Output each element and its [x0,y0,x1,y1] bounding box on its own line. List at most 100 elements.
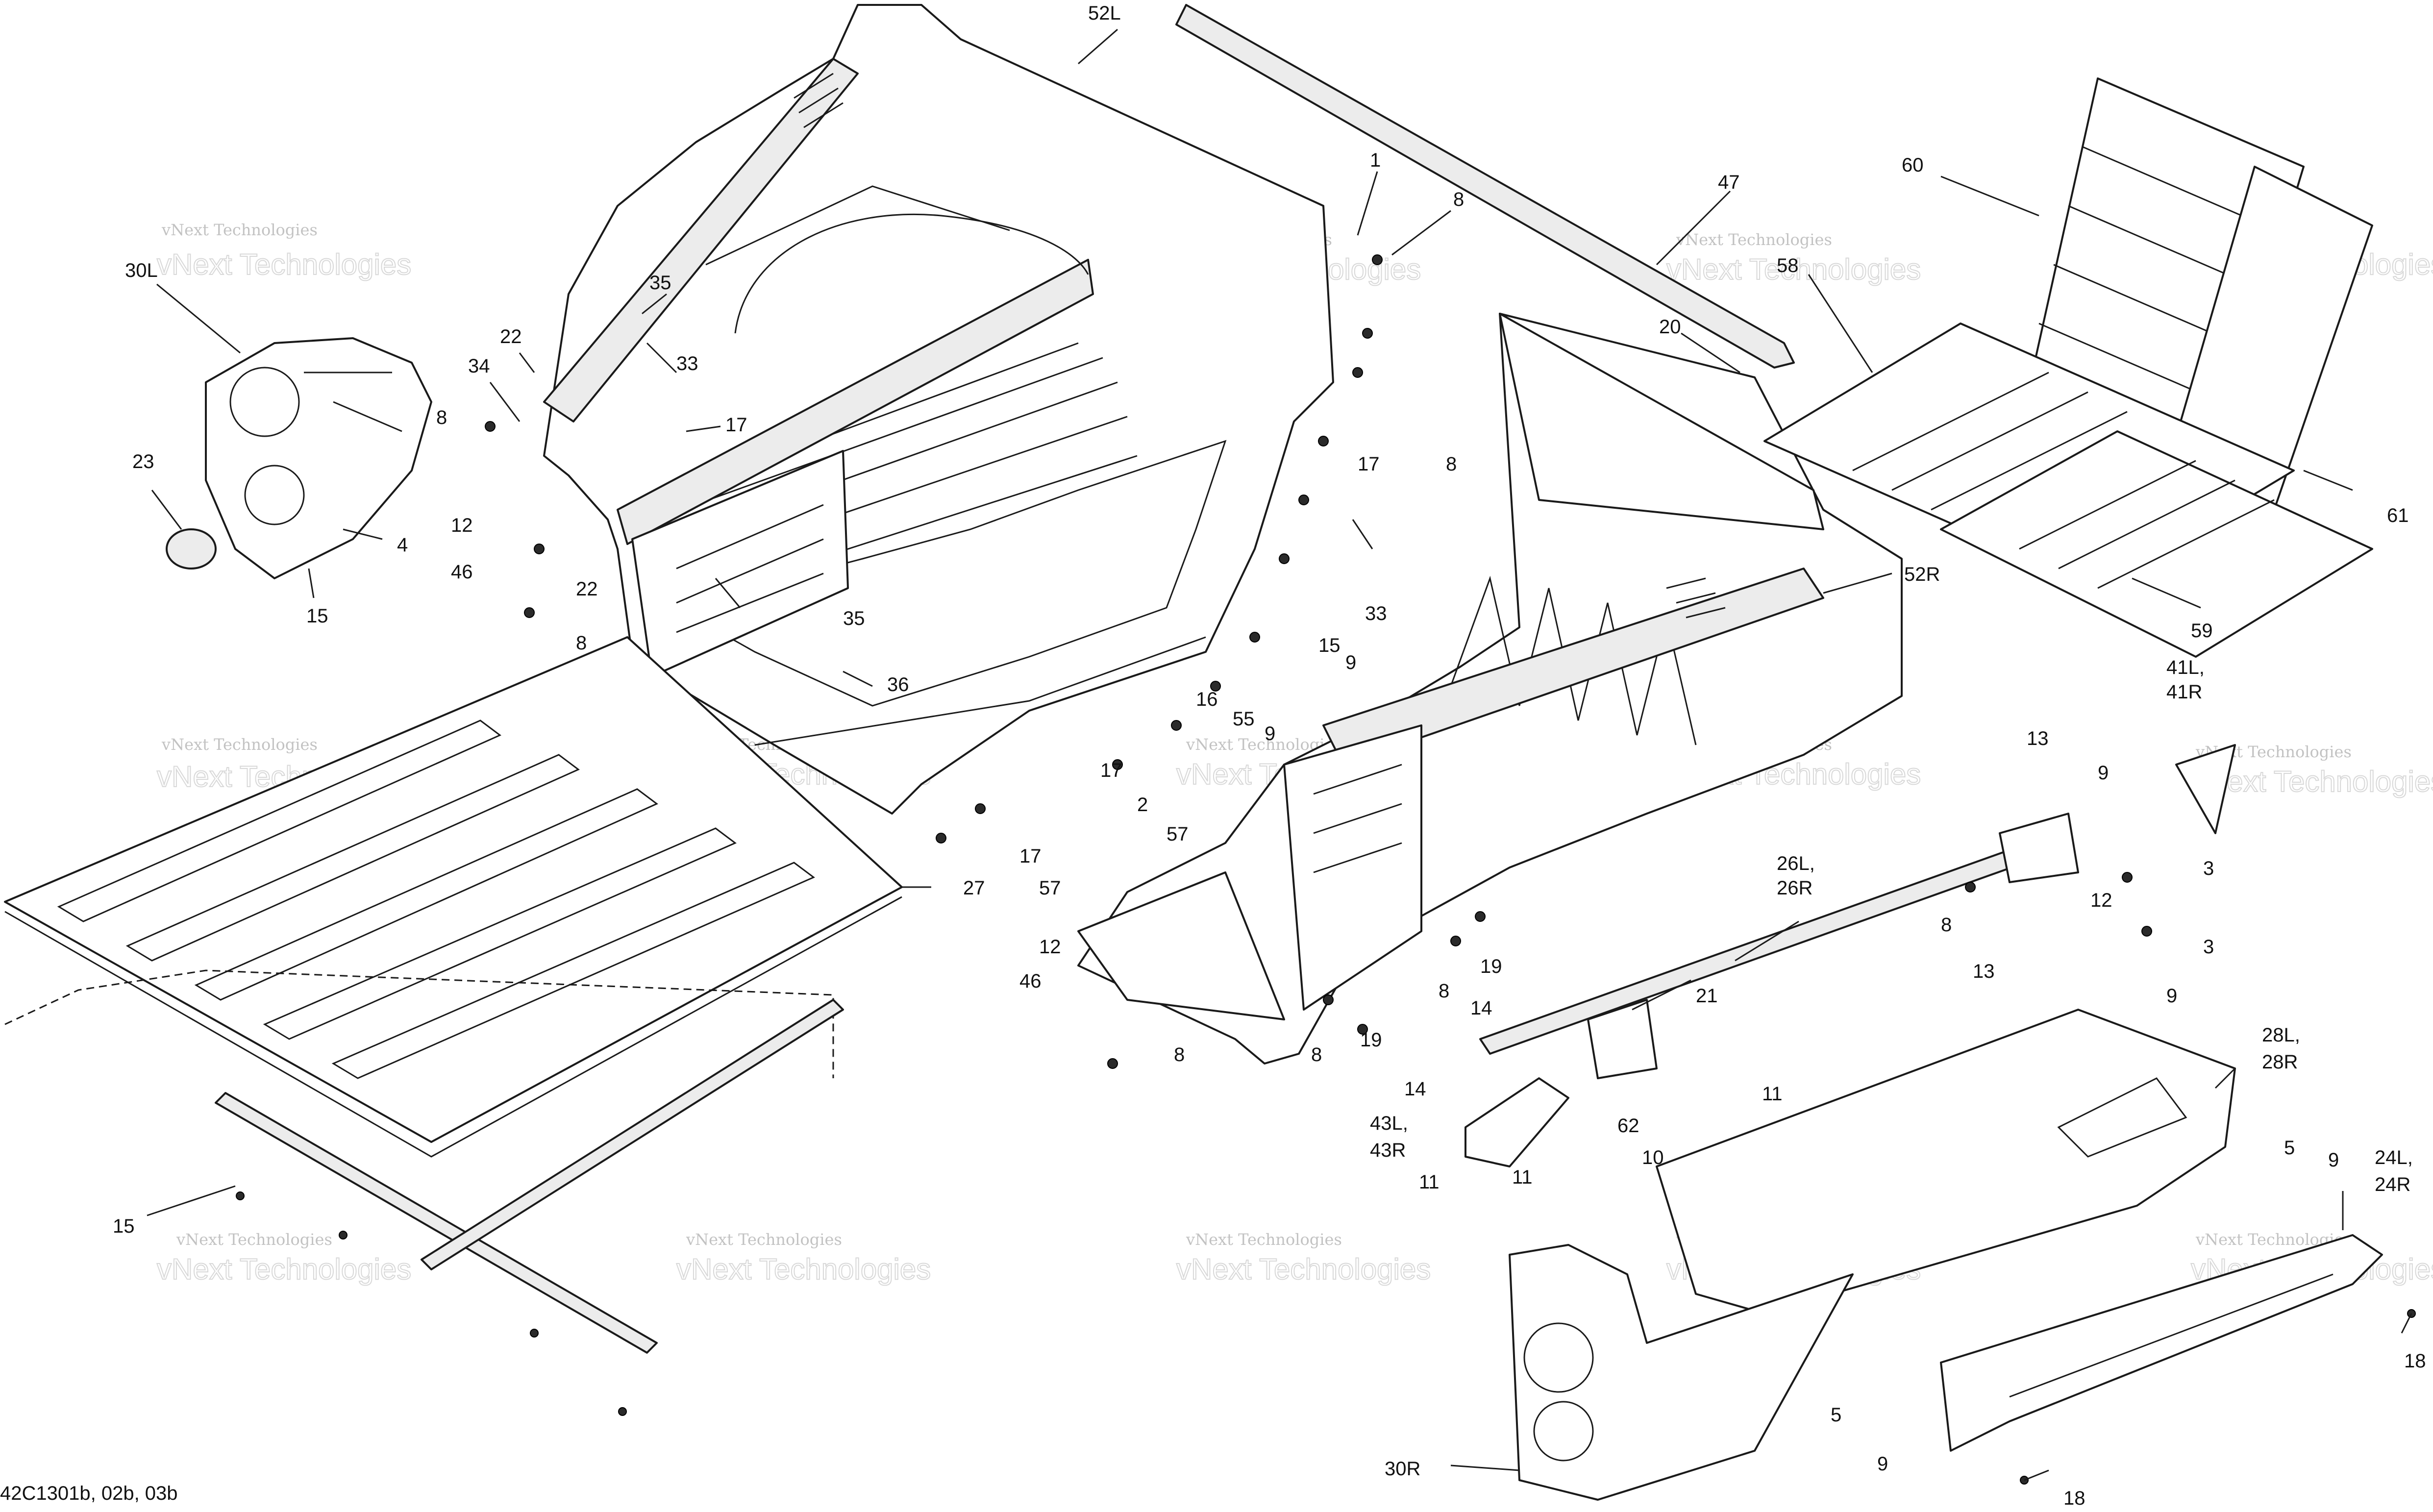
floor-slot-3 [194,788,658,1001]
speaker-opening-upper [229,367,300,437]
callout-label: 14 [1470,997,1492,1019]
callout-label: 26L, [1777,853,1815,874]
watermark-outline: vNext Technologies [157,248,411,281]
tailgate-end-cap [1283,724,1422,1011]
cargo-box [543,4,1334,815]
callout-label: 30R [1385,1458,1420,1480]
watermark-outline: vNext Technologies [1666,253,1921,286]
leader [1656,190,1731,266]
leader [2401,1313,2412,1334]
callout-label: 24L, [2375,1147,2413,1168]
callouts: 52L 1 8 47 60 58 20 30L 22 34 35 33 8 17… [113,2,2426,1509]
side-rail-bracket-right [1999,813,2079,883]
callout-label: 18 [2404,1350,2426,1372]
nut [1323,994,1334,1005]
callout-label: 9 [2098,762,2109,784]
callout-label: 60 [1902,154,1924,176]
callout-label: 61 [2387,505,2409,526]
callout-label: 1 [1370,149,1381,171]
callout-label: 46 [451,561,473,583]
callout-label: 62 [1617,1115,1639,1137]
housing-edge [304,372,402,432]
cargo-box-front-rail [617,259,1094,545]
callout-label: 3 [2203,936,2214,958]
callout-label: 26R [1777,877,1812,899]
bracket-41 [2175,744,2236,834]
callout-label: 12 [2090,890,2112,911]
nut [1475,911,1486,922]
callout-label: 43L, [1370,1113,1408,1134]
callout-label: 9 [1877,1453,1888,1475]
callout-label: 5 [1831,1404,1841,1426]
callout-label: 28R [2262,1051,2298,1073]
watermark-outline: vNext Technologies [157,1253,411,1286]
callout-label: 14 [1404,1078,1426,1100]
leader [151,490,182,530]
floor-panel-thickness [4,896,902,1158]
cap-23 [166,528,217,570]
speaker-housing-30R [1509,1244,1854,1501]
nut [485,421,496,432]
floor-slot-1 [57,719,501,922]
callout-label: 8 [1453,189,1464,210]
floor-slot-5 [331,862,815,1079]
nut [1107,1058,1118,1069]
callout-label: 34 [468,355,490,377]
leader [686,425,721,432]
callout-label: 5 [2284,1137,2295,1159]
callout-label: 8 [1174,1044,1185,1066]
callout-label: 15 [113,1215,135,1237]
diagram-code: 42C1301b, 02b, 03b [0,1483,178,1504]
support-bar-1 [215,1092,658,1354]
callout-label: 41R [2166,681,2202,703]
side-rail-bracket [1587,999,1658,1079]
leader [308,568,315,598]
callout-label: 8 [1446,453,1457,475]
leader [489,382,521,422]
leader [1352,519,1373,549]
seal-strip [4,969,834,1078]
nut [1249,632,1260,643]
callout-label: 9 [1265,723,1275,744]
callout-label: 47 [1718,172,1740,193]
callout-label: 9 [2328,1149,2339,1171]
callout-label: 8 [576,632,587,654]
watermark-text: vNext Technologies [161,735,318,754]
callout-label: 36 [887,674,909,695]
nut [1318,436,1329,446]
screw [618,1407,627,1416]
callout-label: 8 [1439,980,1449,1002]
rail-47 [1175,4,1795,369]
cargo-box-bottom-flange [754,636,1206,746]
tailgate-assembly [1077,313,1903,1065]
callout-label: 27 [963,877,985,899]
cargo-box-back-curve [734,213,1089,334]
watermark-text: vNext Technologies [176,1230,332,1249]
leader [1632,979,1691,1011]
leader [2132,577,2201,609]
support-bar-2 [421,999,844,1270]
callout-label: 19 [1360,1029,1382,1051]
tailgate-rail-spring [1666,577,1726,619]
watermark-text: vNext Technologies [686,1230,842,1249]
bracket-41-body [2175,744,2236,834]
callout-label: 17 [1019,845,1042,867]
callout-label: 52R [1904,564,1940,585]
watermark-text: vNext Technologies [161,221,318,239]
light-housing [1465,1077,1569,1167]
tailgate-lower-panel [1077,871,1285,1020]
callout-label: 11 [1419,1171,1440,1193]
callout-label: 21 [1696,985,1718,1007]
callout-label: 17 [725,414,747,436]
nut [1357,1024,1368,1035]
mat-58-grooves [1852,372,2128,511]
cargo-floor-27 [4,636,903,1354]
leader [2214,1067,2236,1089]
watermark-outline: vNext Technologies [2191,765,2433,798]
callout-label: 12 [451,515,473,536]
screw [339,1231,348,1239]
nut [1450,936,1461,946]
nut [936,833,946,843]
nut [1279,553,1290,564]
